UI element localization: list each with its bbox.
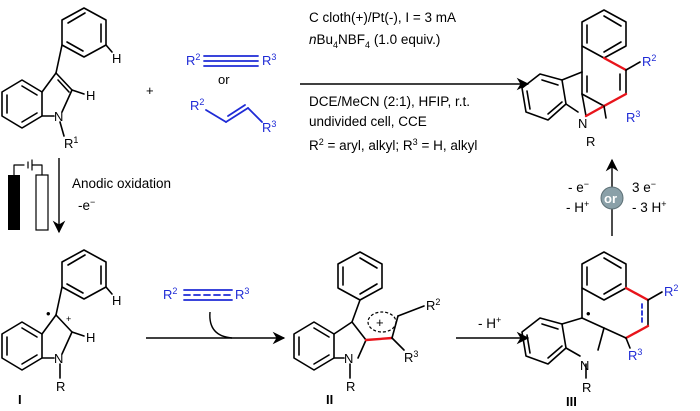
battery-icon <box>8 159 49 231</box>
condition-cell: undivided cell, CCE <box>309 114 427 129</box>
anodic-oxidation-label: Anodic oxidation <box>72 176 171 191</box>
or-text: or <box>218 72 230 87</box>
start-n: N <box>54 109 63 124</box>
mid-alkyne-alkene-reagent <box>183 289 233 301</box>
alkene-r3: R3 <box>262 119 276 135</box>
product-benzocarbazole <box>521 9 641 121</box>
condition-electrolyte: nBu4NBF4 (1.0 equiv.) <box>309 32 440 50</box>
product-r3: R3 <box>626 109 640 125</box>
addition-curved-arrow <box>209 311 233 339</box>
product-n: N <box>578 116 587 131</box>
alkyne-reagent <box>203 55 259 67</box>
int-I-radical-dot: • <box>46 306 51 321</box>
int-II-r: R <box>346 379 355 394</box>
int-I-h-c2: H <box>86 330 95 345</box>
alkyne-r2: R2 <box>186 52 200 68</box>
start-h-ortho: H <box>112 51 121 66</box>
intermediate-I-radical-cation <box>1 249 113 379</box>
int-I-h-ortho: H <box>112 293 121 308</box>
alkene-reagent <box>205 104 263 123</box>
int-III-radical-dot: • <box>586 306 591 321</box>
condition-solvent: DCE/MeCN (2:1), HFIP, r.t. <box>309 94 470 109</box>
alkene-r2: R2 <box>190 97 204 113</box>
int-III-label: III <box>566 394 577 409</box>
deprotonation-label: - H+ <box>478 315 501 331</box>
or-sphere-icon <box>600 186 624 210</box>
plus-sign: + <box>146 83 154 98</box>
condition-substituents: R2 = aryl, alkyl; R3 = H, alkyl <box>309 137 477 153</box>
oxid-left-proton: - H+ <box>566 199 589 215</box>
int-III-n: N <box>580 358 589 373</box>
int-III-r: R <box>582 380 591 395</box>
int-III-r2: R2 <box>664 283 678 299</box>
int-I-r: R <box>56 379 65 394</box>
int-II-charge: + <box>376 315 384 330</box>
int-I-label: I <box>18 392 22 407</box>
int-II-cation-radical-ring <box>367 311 397 333</box>
oxid-right-electrons: 3 e− <box>632 179 656 195</box>
int-II-r2: R2 <box>426 297 440 313</box>
oxid-or-text: or <box>604 191 617 206</box>
oxid-left-electron: - e− <box>568 179 589 195</box>
start-h-c2: H <box>86 88 95 103</box>
int-II-r3: R3 <box>404 349 418 365</box>
mid-r2: R2 <box>163 286 177 302</box>
product-r2: R2 <box>642 53 656 69</box>
starting-material-3-phenylindole <box>1 7 113 137</box>
int-II-label: II <box>326 392 333 407</box>
anodic-electron-loss: -e− <box>78 197 95 213</box>
oxid-right-protons: - 3 H+ <box>632 199 667 215</box>
alkyne-r3: R3 <box>262 52 276 68</box>
condition-electrodes: C cloth(+)/Pt(-), I = 3 mA <box>309 10 456 25</box>
intermediate-II <box>293 251 425 379</box>
int-I-n: N <box>54 351 63 366</box>
intermediate-III <box>521 251 663 379</box>
int-III-r3: R3 <box>628 347 642 363</box>
start-r1: R1 <box>64 135 78 151</box>
mid-r3: R3 <box>235 286 249 302</box>
int-II-n: N <box>344 351 353 366</box>
int-I-charge: + <box>66 314 71 324</box>
product-r: R <box>586 134 595 149</box>
